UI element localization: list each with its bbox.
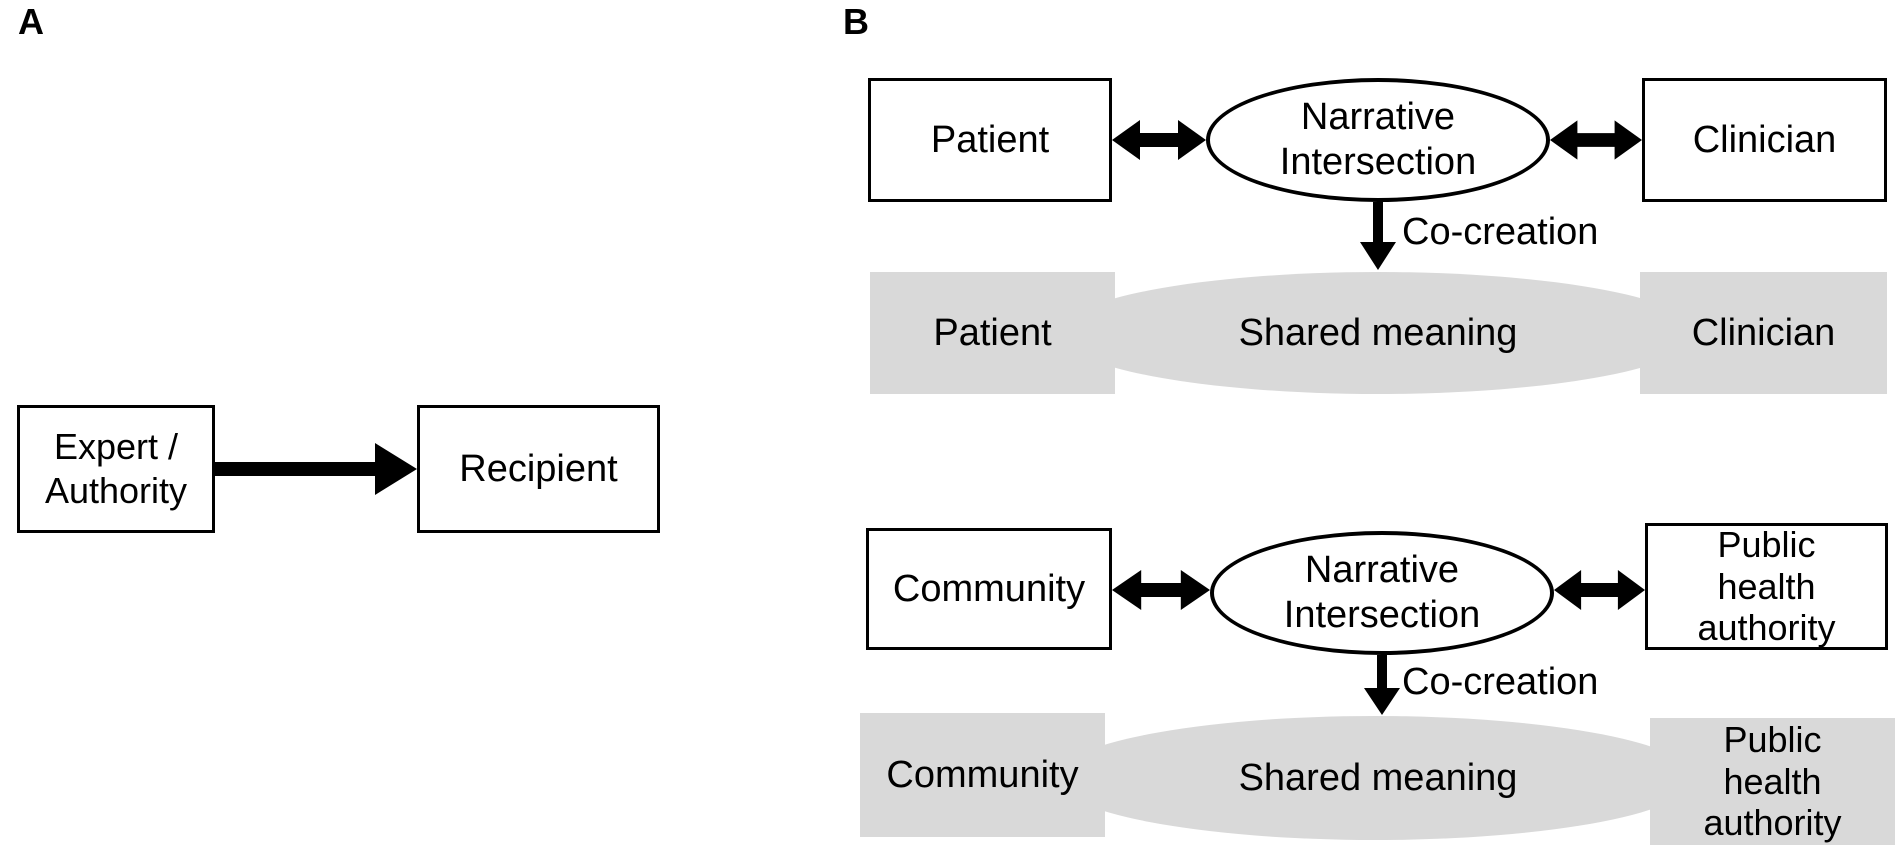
double-arrow-icon	[1112, 570, 1210, 610]
shared-meaning-lens	[1058, 272, 1698, 394]
transmission-arrow-icon	[215, 443, 417, 495]
community-gray-box: Community	[860, 713, 1105, 837]
public-health-authority-box: Public health authority	[1645, 523, 1888, 650]
expert-authority-box: Expert / Authority	[17, 405, 215, 533]
clinician-box: Clinician	[1642, 78, 1887, 202]
public-health-authority-gray-box: Public health authority	[1650, 718, 1895, 845]
panel-a-label: A	[18, 1, 44, 42]
shared-meaning-label: Shared meaning	[1238, 311, 1518, 354]
double-arrow-icon	[1112, 120, 1206, 160]
co-creation-label: Co-creation	[1402, 211, 1599, 253]
narrative-intersection-ellipse: Narrative Intersection	[1210, 531, 1554, 655]
panel-b-label: B	[843, 1, 869, 42]
co-creation-label: Co-creation	[1402, 661, 1599, 703]
co-creation-arrow-icon	[1360, 202, 1396, 270]
shared-meaning-lens	[1055, 716, 1695, 840]
narrative-intersection-ellipse: Narrative Intersection	[1206, 78, 1550, 202]
recipient-box: Recipient	[417, 405, 660, 533]
co-creation-arrow-icon	[1364, 655, 1400, 715]
double-arrow-icon	[1550, 120, 1642, 160]
patient-box: Patient	[868, 78, 1112, 202]
community-box: Community	[866, 528, 1112, 650]
double-arrow-icon	[1554, 570, 1645, 610]
clinician-gray-box: Clinician	[1640, 272, 1887, 394]
patient-gray-box: Patient	[870, 272, 1115, 394]
shared-meaning-label: Shared meaning	[1238, 756, 1518, 799]
